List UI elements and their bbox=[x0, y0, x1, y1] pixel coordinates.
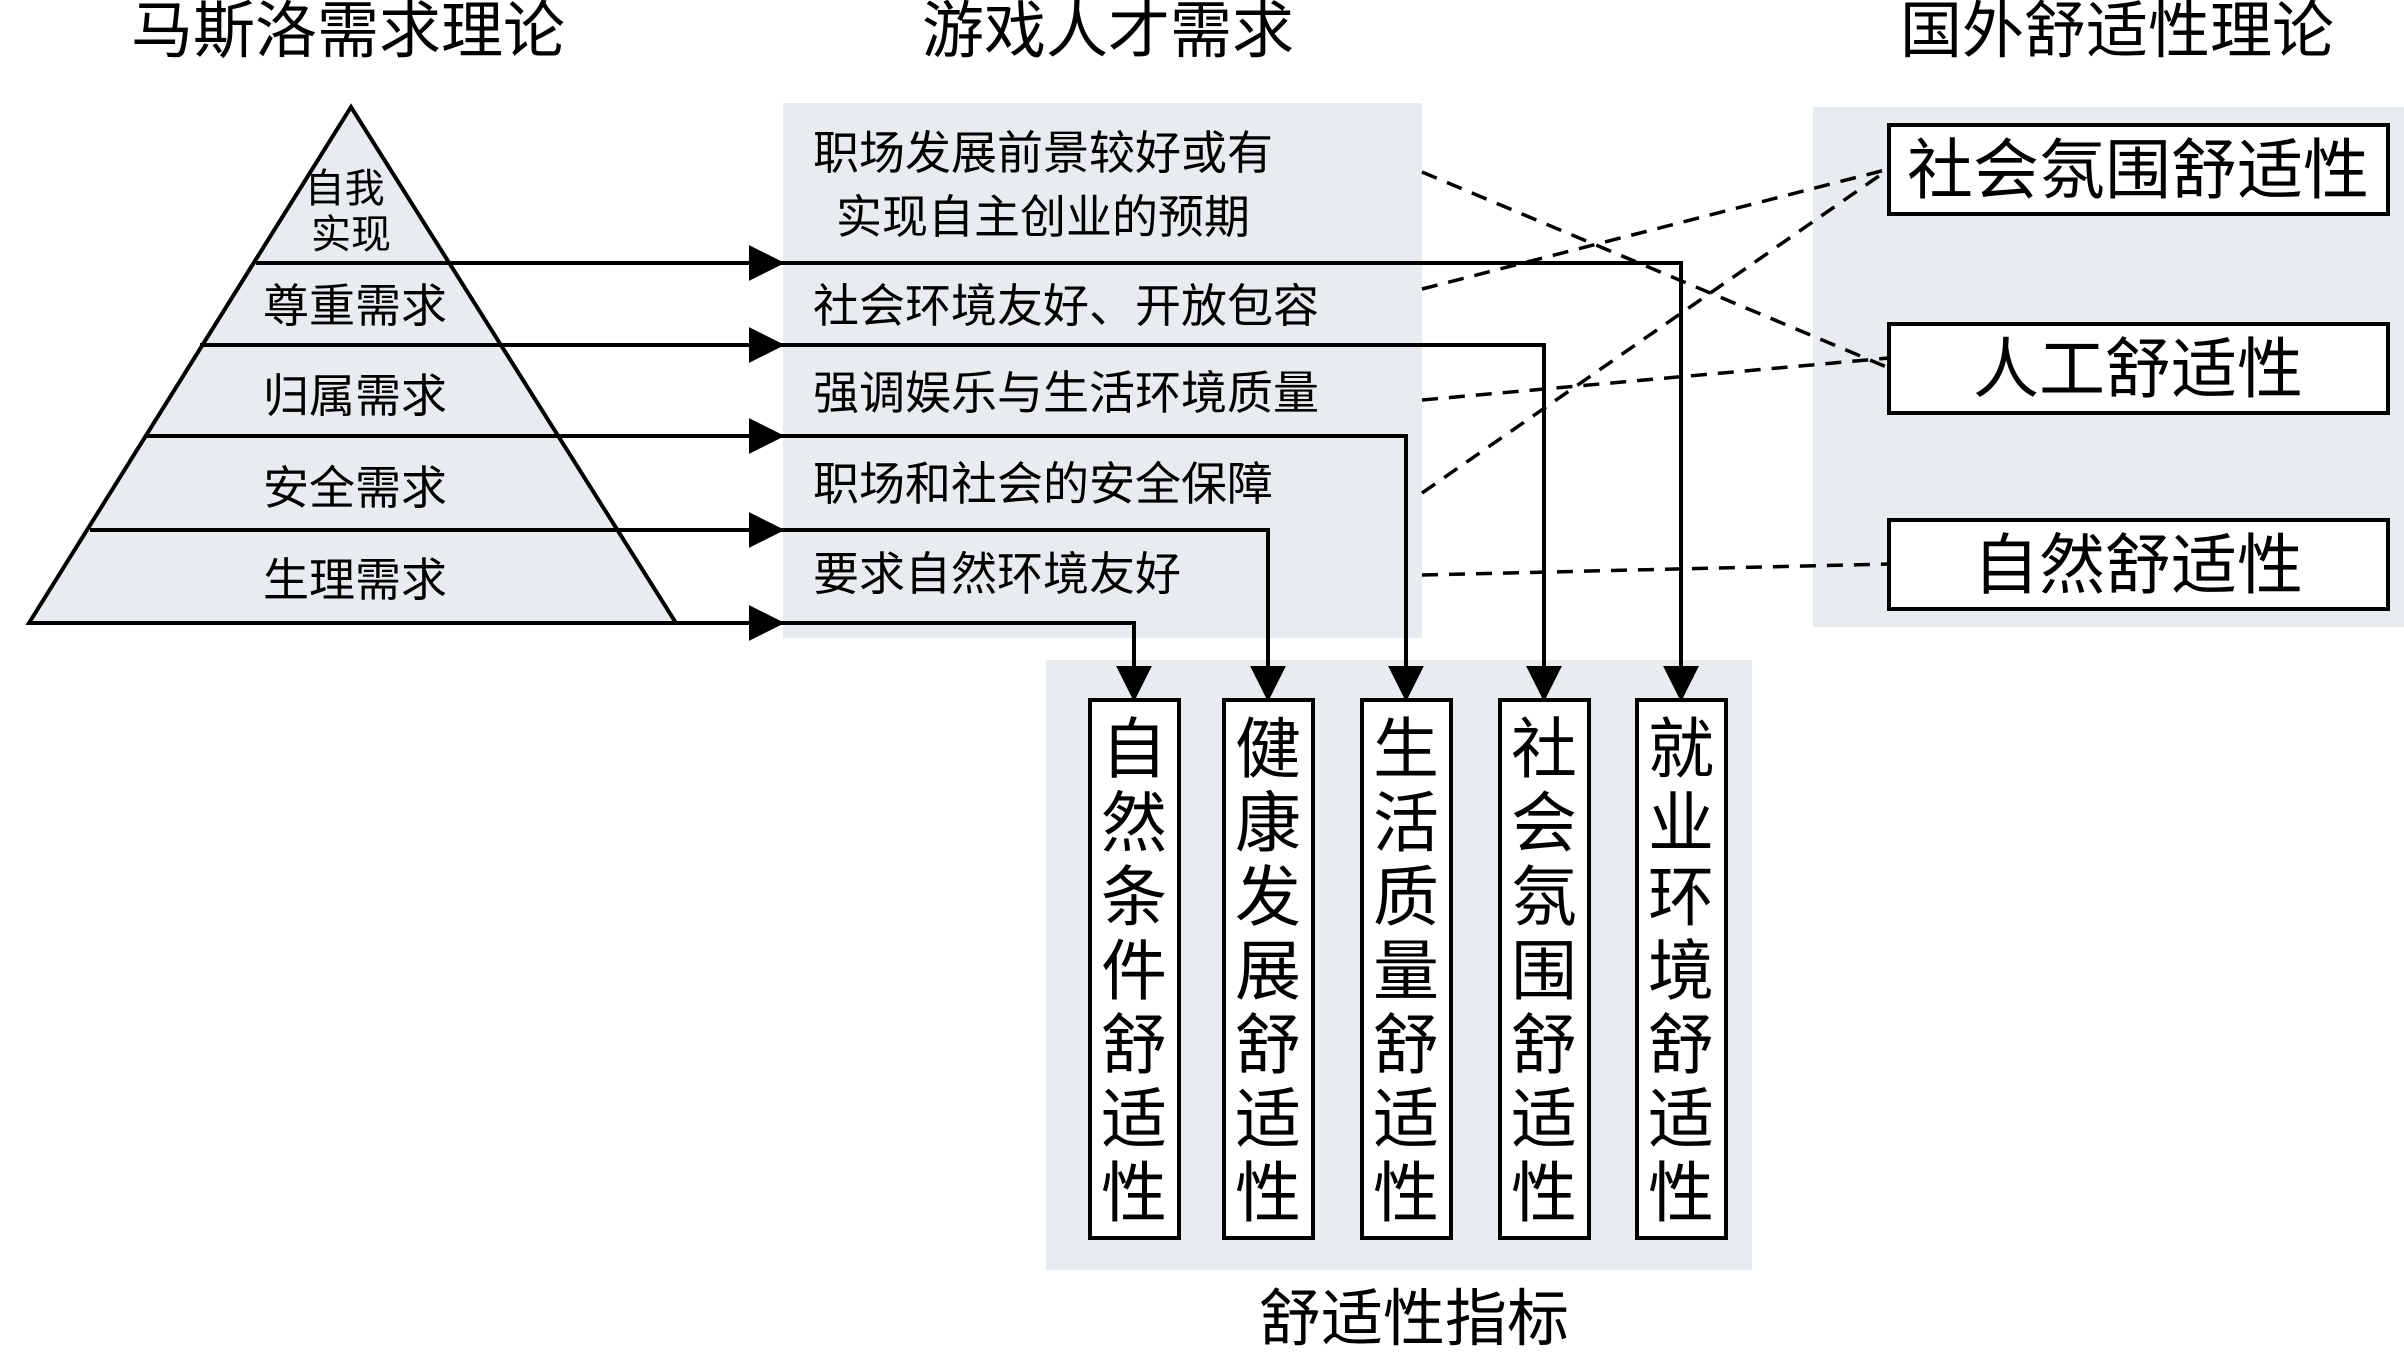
pyramid-level-belonging: 归属需求 bbox=[263, 369, 447, 423]
indicator-box-social bbox=[1498, 698, 1591, 1240]
dashed-link bbox=[1421, 170, 1890, 370]
indicator-char: 性 bbox=[1373, 1155, 1439, 1232]
pyramid-shape bbox=[25, 103, 680, 625]
maslow-title: 马斯洛需求理论 bbox=[131, 0, 565, 67]
indicator-char: 性 bbox=[1511, 1155, 1577, 1232]
indicator-char: 围 bbox=[1511, 933, 1577, 1010]
need-career-line2: 实现自主创业的预期 bbox=[836, 190, 1250, 244]
need-career-line1: 职场发展前景较好或有 bbox=[813, 126, 1273, 180]
need-safety: 职场和社会的安全保障 bbox=[813, 457, 1273, 511]
indicator-char: 会 bbox=[1511, 785, 1577, 862]
need-social-environment: 社会环境友好、开放包容 bbox=[813, 279, 1319, 333]
arrow-to-employment bbox=[783, 261, 1699, 702]
indicator-char: 境 bbox=[1648, 933, 1714, 1010]
pyramid-top-line-2: 实现 bbox=[311, 212, 391, 258]
indicator-char: 条 bbox=[1101, 859, 1167, 936]
indicator-box-health bbox=[1222, 698, 1315, 1240]
indicator-health-label: 健康发展舒适性 bbox=[1235, 711, 1301, 1232]
indicator-char: 康 bbox=[1235, 785, 1301, 862]
arrow-to-social bbox=[783, 343, 1562, 702]
theory-natural-label: 自然舒适性 bbox=[1973, 527, 2303, 604]
indicator-char: 性 bbox=[1235, 1155, 1301, 1232]
talent-needs: 职场发展前景较好或有 实现自主创业的预期 社会环境友好、开放包容 强调娱乐与生活… bbox=[813, 126, 1319, 601]
indicator-char: 发 bbox=[1235, 859, 1301, 936]
foreign-theory-title: 国外舒适性理论 bbox=[1900, 0, 2334, 67]
indicators-title: 舒适性指标 bbox=[1259, 1282, 1569, 1355]
indicator-char: 适 bbox=[1101, 1081, 1167, 1158]
indicator-char: 活 bbox=[1373, 785, 1439, 862]
indicator-box-natural bbox=[1088, 698, 1181, 1240]
indicator-char: 舒 bbox=[1373, 1007, 1439, 1084]
indicator-char: 健 bbox=[1235, 711, 1301, 788]
indicator-char: 就 bbox=[1648, 711, 1714, 788]
indicator-char: 业 bbox=[1648, 785, 1714, 862]
indicator-char: 氛 bbox=[1511, 859, 1577, 936]
maslow-pyramid: 自我 实现 尊重需求 归属需求 安全需求 生理需求 bbox=[25, 103, 680, 625]
arrow-to-natural bbox=[783, 621, 1152, 702]
pyramid-level-safety: 安全需求 bbox=[263, 461, 447, 515]
indicator-char: 性 bbox=[1648, 1155, 1714, 1232]
indicator-char: 舒 bbox=[1511, 1007, 1577, 1084]
pyramid-level-esteem: 尊重需求 bbox=[263, 279, 447, 333]
indicator-char: 生 bbox=[1373, 711, 1439, 788]
theory-box-social: 社会氛围舒适性 bbox=[1887, 123, 2390, 216]
indicator-employment-label: 就业环境舒适性 bbox=[1648, 711, 1714, 1232]
need-natural-environment: 要求自然环境友好 bbox=[813, 547, 1181, 601]
indicator-boxes: 自然条件舒适性 健康发展舒适性 生活质量舒适性 社会氛围舒适性 就业环境舒适性 bbox=[1088, 698, 1728, 1240]
indicator-natural-label: 自然条件舒适性 bbox=[1101, 711, 1167, 1232]
indicator-char: 舒 bbox=[1235, 1007, 1301, 1084]
theory-social-label: 社会氛围舒适性 bbox=[1907, 132, 2369, 209]
indicator-char: 适 bbox=[1235, 1081, 1301, 1158]
indicator-char: 自 bbox=[1101, 711, 1167, 788]
dashed-link bbox=[1421, 356, 1890, 402]
theory-links bbox=[1421, 167, 1890, 577]
need-life-quality: 强调娱乐与生活环境质量 bbox=[813, 366, 1319, 420]
arrow-to-health bbox=[783, 528, 1286, 702]
indicator-char: 社 bbox=[1511, 711, 1577, 788]
theory-box-natural: 自然舒适性 bbox=[1887, 518, 2390, 611]
theory-box-artificial: 人工舒适性 bbox=[1887, 322, 2390, 415]
indicator-char: 然 bbox=[1101, 785, 1167, 862]
indicator-char: 舒 bbox=[1648, 1007, 1714, 1084]
game-talent-title: 游戏人才需求 bbox=[922, 0, 1294, 67]
dashed-link bbox=[1421, 167, 1890, 495]
indicator-life-label: 生活质量舒适性 bbox=[1373, 711, 1439, 1232]
indicator-box-life bbox=[1360, 698, 1453, 1240]
indicator-char: 量 bbox=[1373, 933, 1439, 1010]
indicator-box-employment bbox=[1635, 698, 1728, 1240]
indicator-char: 件 bbox=[1101, 933, 1167, 1010]
indicator-char: 舒 bbox=[1101, 1007, 1167, 1084]
pyramid-level-physiological: 生理需求 bbox=[263, 553, 447, 607]
dashed-link bbox=[1421, 562, 1890, 577]
theory-artificial-label: 人工舒适性 bbox=[1973, 331, 2303, 408]
indicator-char: 质 bbox=[1373, 859, 1439, 936]
indicator-char: 性 bbox=[1101, 1155, 1167, 1232]
indicator-char: 展 bbox=[1235, 933, 1301, 1010]
needs-panel bbox=[783, 103, 1422, 638]
arrow-to-life bbox=[783, 434, 1424, 702]
pyramid-arrows bbox=[349, 245, 785, 641]
indicator-char: 适 bbox=[1648, 1081, 1714, 1158]
indicator-char: 适 bbox=[1511, 1081, 1577, 1158]
pyramid-level-self-actualization: 自我 实现 bbox=[305, 166, 398, 258]
pyramid-top-line-1: 自我 bbox=[305, 166, 385, 212]
indicator-char: 适 bbox=[1373, 1081, 1439, 1158]
indicator-social-label: 社会氛围舒适性 bbox=[1511, 711, 1577, 1232]
need-to-indicator-arrows bbox=[783, 261, 1699, 702]
indicator-char: 环 bbox=[1648, 859, 1714, 936]
